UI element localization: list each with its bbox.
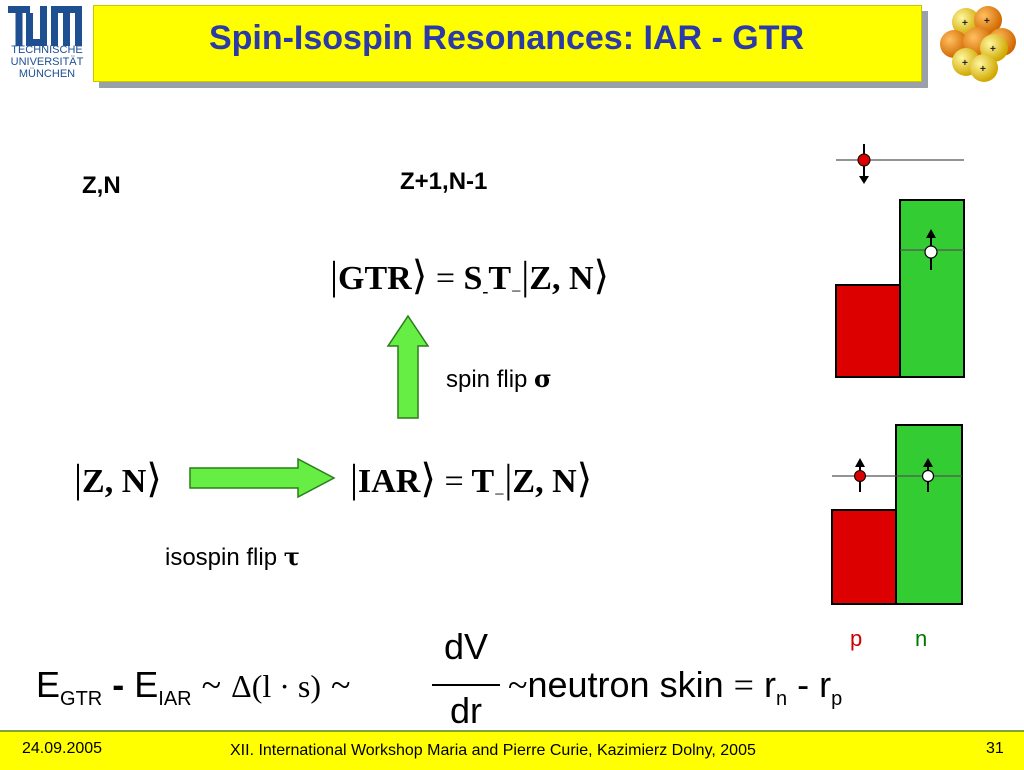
gtr-equation: |GTR⟩ = S-T−|Z, N⟩: [330, 253, 610, 301]
energy-formula: EGTR - EIAR ~ Δ(l · s) ~: [36, 664, 351, 710]
sigma-symbol: σ: [534, 364, 552, 393]
footer-page-number: 31: [986, 740, 1004, 757]
e-iar-sub: IAR: [158, 688, 192, 710]
e-gtr-sub: GTR: [60, 688, 103, 710]
e-gtr: E: [36, 664, 61, 705]
r-p-sub: p: [831, 688, 843, 710]
isospin-flip-arrow-icon: [189, 457, 336, 499]
r-p: r: [819, 664, 832, 705]
delta-ls: Δ(l · s): [231, 668, 322, 704]
slide-title: Spin-Isospin Resonances: IAR - GTR: [208, 19, 805, 57]
zn-ket: |Z, N⟩: [74, 456, 162, 501]
r-n: r: [763, 664, 776, 705]
gtr-isospin-operator: T: [488, 260, 512, 297]
iar-ket: Z, N: [512, 463, 577, 500]
skin-formula: ~neutron skin = rn - rp: [508, 664, 842, 710]
e-iar: E: [134, 664, 159, 705]
gtr-spin-operator: S: [463, 260, 483, 297]
isospin-flip-label: isospin flip τ: [165, 542, 300, 572]
iar-isospin-operator: T: [471, 463, 495, 500]
tilde-2: ~: [331, 665, 351, 705]
formula-minus: -: [112, 664, 125, 705]
footer-bar: [0, 730, 1024, 770]
gtr-s-sub: -: [482, 281, 489, 301]
label-zn: Z,N: [82, 172, 121, 199]
label-z1n1: Z+1,N-1: [400, 168, 488, 195]
gtr-state: GTR: [338, 260, 412, 297]
footer-conference: XII. International Workshop Maria and Pi…: [230, 742, 756, 759]
zn-ket-text: Z, N: [82, 463, 147, 500]
iar-equals: =: [444, 463, 464, 500]
nucleus-icon: + + + + +: [940, 6, 1016, 82]
derivative-numerator: dV: [443, 626, 489, 667]
svg-text:+: +: [962, 18, 968, 29]
footer-date: 24.09.2005: [22, 740, 103, 757]
logo-line-1: TECHNISCHE: [11, 44, 83, 56]
iar-equation: |IAR⟩ = T−|Z, N⟩: [350, 456, 593, 504]
tum-logo-icon: [8, 6, 82, 46]
iar-state: IAR: [358, 463, 421, 500]
proton-label: p: [850, 626, 863, 651]
svg-text:+: +: [990, 44, 996, 55]
formula-equals: =: [733, 665, 754, 705]
gtr-t-sub: −: [511, 281, 522, 301]
isospin-flip-text: isospin flip: [165, 544, 278, 571]
spin-flip-label: spin flip σ: [446, 364, 552, 394]
logo-line-3: MÜNCHEN: [18, 68, 76, 80]
r-n-sub: n: [775, 688, 788, 710]
spin-flip-arrow-icon: [386, 314, 430, 419]
iar-t-sub: −: [494, 484, 505, 504]
svg-text:+: +: [962, 58, 968, 69]
iar-level-diagram: [831, 424, 963, 605]
logo-line-2: UNIVERSITÄT: [10, 56, 84, 68]
tau-symbol: τ: [283, 542, 300, 571]
fraction-line: [432, 684, 500, 686]
neutron-label: n: [915, 626, 928, 651]
gtr-level-diagram: [835, 144, 965, 378]
tilde-3: ~: [508, 665, 528, 705]
spin-flip-text: spin flip: [446, 366, 528, 393]
derivative-denominator: dr: [449, 690, 482, 731]
gtr-equals: =: [435, 260, 455, 297]
formula-minus-2: -: [797, 664, 810, 705]
tilde-1: ~: [201, 665, 222, 705]
svg-text:+: +: [980, 64, 986, 75]
title-box: [93, 5, 922, 82]
university-name: TECHNISCHE UNIVERSITÄT MÜNCHEN: [3, 44, 91, 80]
gtr-ket: Z, N: [529, 260, 594, 297]
svg-text:+: +: [984, 16, 990, 27]
neutron-skin-text: neutron skin: [527, 664, 724, 705]
